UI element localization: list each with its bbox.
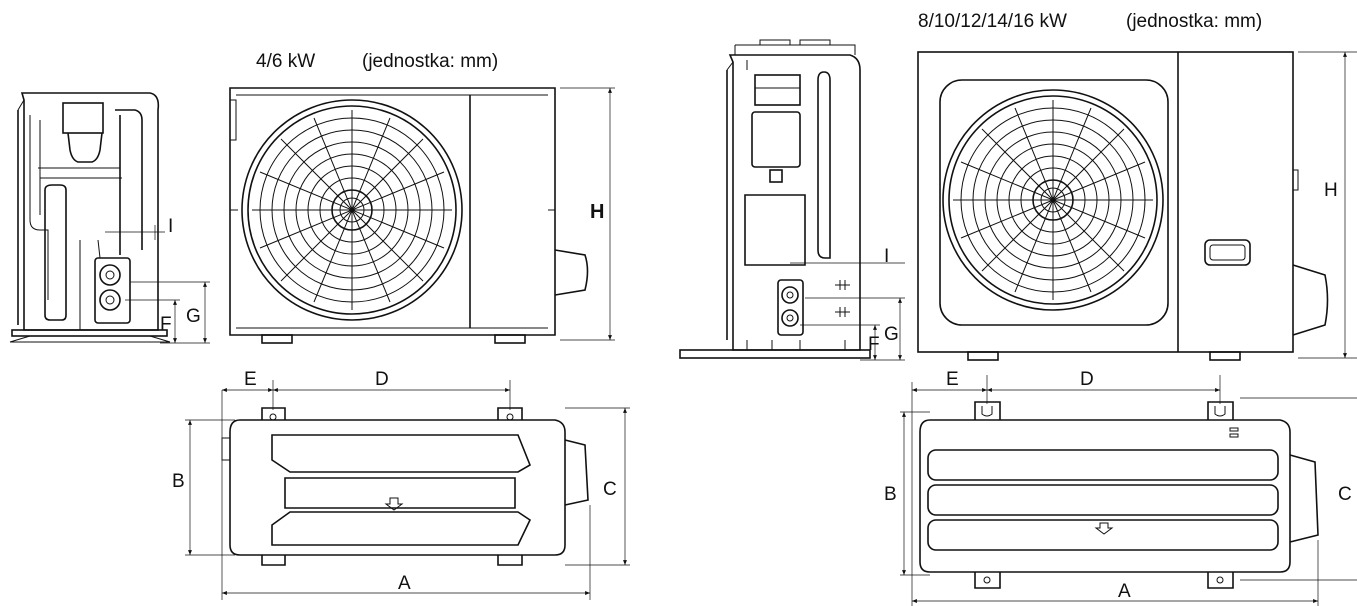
- left-dim-C: C: [603, 479, 617, 500]
- left-unit-group: 4/6 kW (jednostka: mm): [9, 51, 630, 600]
- left-dim-B: B: [172, 471, 185, 492]
- right-side-view: I F G: [679, 39, 905, 361]
- right-unit-group: 8/10/12/14/16 kW (jednostka: mm): [679, 11, 1357, 606]
- right-top-view: E D B C A: [884, 369, 1357, 606]
- right-dim-D: D: [1080, 369, 1094, 390]
- left-dim-I: I: [168, 216, 173, 237]
- left-dim-A: A: [398, 573, 411, 594]
- left-unit-label: (jednostka: mm): [362, 51, 498, 72]
- right-dim-G: G: [884, 324, 899, 345]
- left-top-view: E D B C A: [172, 369, 630, 600]
- right-dim-H: H: [1324, 180, 1338, 201]
- left-side-view: I F G: [9, 92, 210, 344]
- left-title: 4/6 kW: [256, 51, 315, 72]
- left-dim-H: H: [590, 201, 604, 223]
- right-title: 8/10/12/14/16 kW: [918, 11, 1067, 32]
- right-dim-F: F: [868, 334, 880, 355]
- right-unit-label: (jednostka: mm): [1126, 11, 1262, 32]
- left-dim-F: F: [160, 314, 172, 335]
- right-dim-C: C: [1338, 484, 1352, 505]
- right-dim-B: B: [884, 484, 897, 505]
- left-front-view: H: [229, 87, 615, 344]
- right-dim-A: A: [1118, 581, 1131, 602]
- left-dim-D: D: [375, 369, 389, 390]
- right-dim-I: I: [884, 246, 889, 267]
- right-dim-E: E: [946, 369, 959, 390]
- left-dim-E: E: [244, 369, 257, 390]
- right-front-view: H: [917, 51, 1357, 361]
- left-dim-G: G: [186, 306, 201, 327]
